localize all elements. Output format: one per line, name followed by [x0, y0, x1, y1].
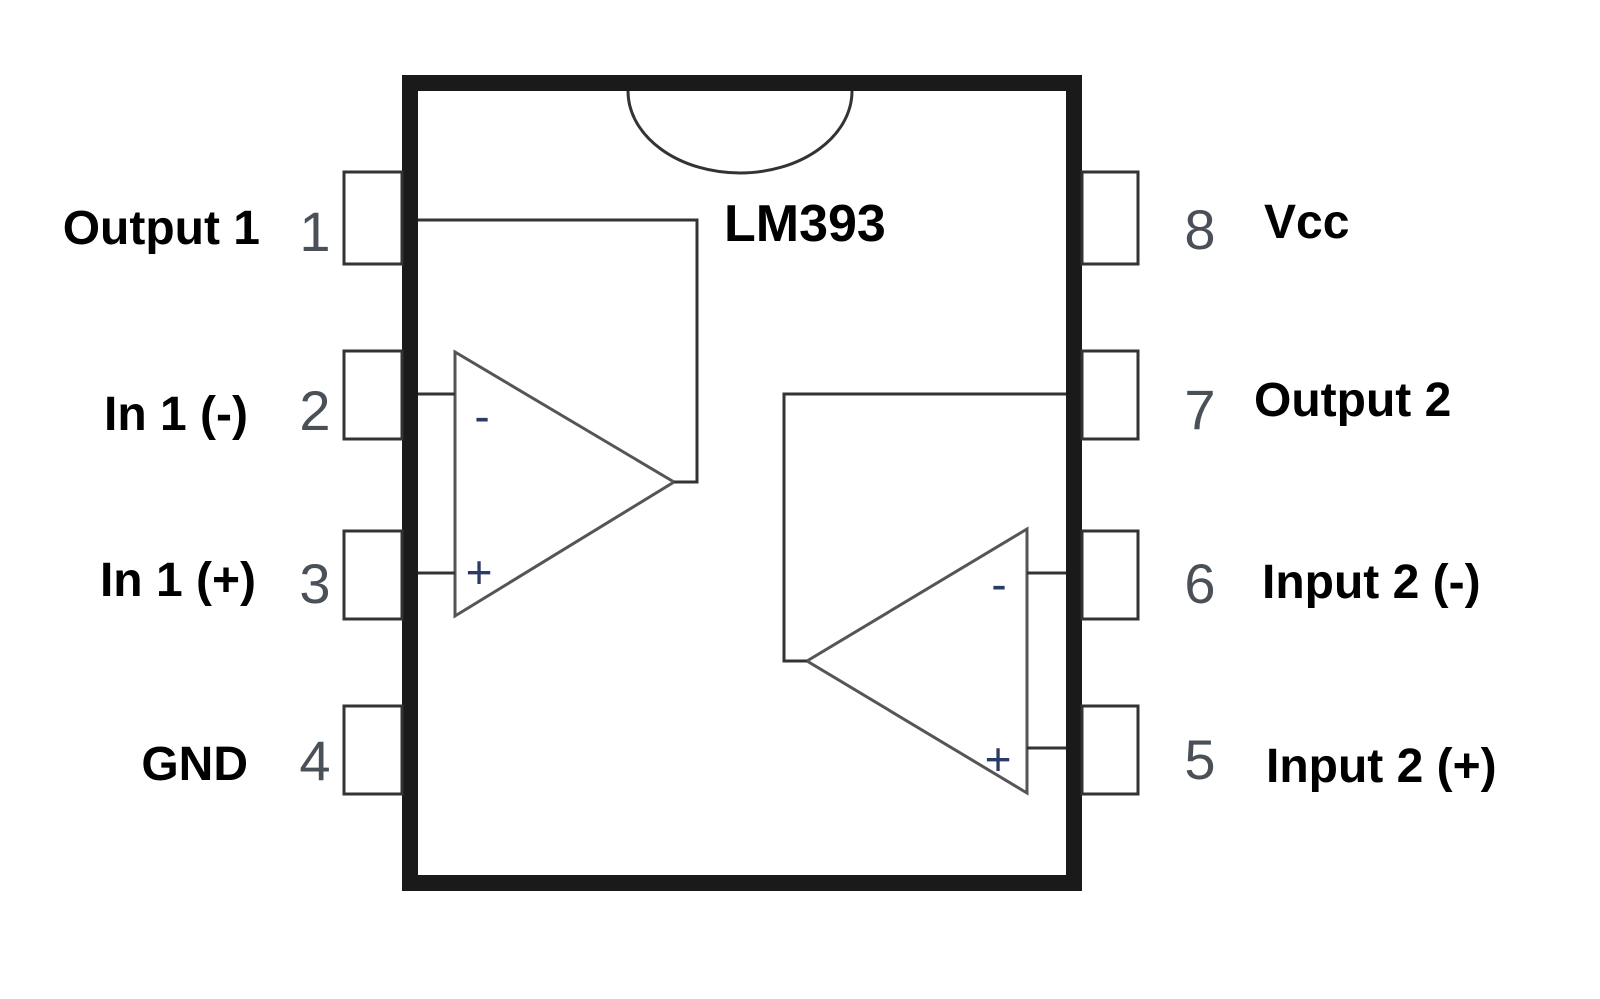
pin-7-label: Output 2 — [1254, 374, 1451, 427]
pin-5-lead — [1080, 704, 1140, 796]
pin-4-label: GND — [141, 738, 248, 791]
pin-8-lead — [1080, 170, 1140, 266]
pin-1-label: Output 1 — [63, 202, 260, 255]
pin-8-label: Vcc — [1264, 196, 1349, 249]
comparator-2-triangle — [804, 526, 1029, 796]
pin-6-number: 6 — [1184, 552, 1215, 615]
pin-3-number: 3 — [299, 552, 330, 615]
pin-7-number: 7 — [1184, 378, 1215, 441]
chip-name: LM393 — [724, 195, 886, 253]
comparator-2-output-wire — [782, 392, 1066, 663]
comparator-1-minus-sign: - — [474, 390, 489, 442]
pin-2-label: In 1 (-) — [104, 388, 248, 441]
pin-8-number: 8 — [1184, 198, 1215, 261]
comparator-1-output-wire — [418, 218, 699, 484]
pin-6-label: Input 2 (-) — [1262, 556, 1481, 609]
pin-4-lead — [342, 704, 404, 796]
pin-3-label: In 1 (+) — [100, 554, 256, 607]
pin-3-lead — [342, 529, 404, 621]
pin-2-lead — [342, 349, 404, 441]
pin-2-number: 2 — [299, 379, 330, 442]
comparator-2-plus-sign: + — [985, 733, 1012, 785]
pin-7-lead — [1080, 349, 1140, 441]
comparator-1-triangle — [453, 349, 677, 619]
ic-body — [402, 75, 1082, 891]
orientation-notch — [626, 90, 854, 175]
pin-6-lead — [1080, 529, 1140, 621]
pin-1-lead — [342, 170, 404, 266]
pin-1-number: 1 — [299, 200, 330, 263]
pin-4-number: 4 — [299, 729, 330, 792]
comparator-1-plus-sign: + — [466, 546, 493, 598]
comparator-2-minus-sign: - — [991, 558, 1006, 610]
pin-5-label: Input 2 (+) — [1266, 740, 1497, 793]
pin-5-number: 5 — [1184, 728, 1215, 791]
